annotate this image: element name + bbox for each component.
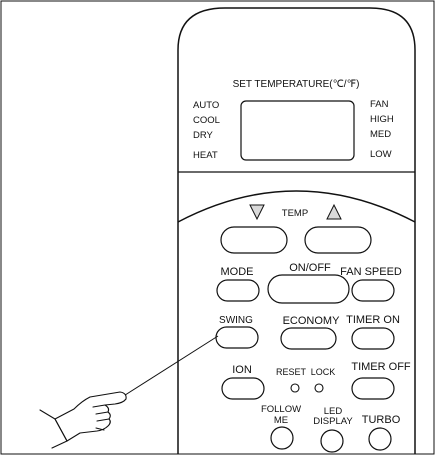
mode-label-heat: HEAT: [193, 150, 218, 161]
timer-on-button[interactable]: [351, 327, 395, 350]
lock-label: LOCK: [311, 367, 336, 377]
remote-body: [177, 7, 416, 454]
led-display-label-line2: DISPLAY: [313, 416, 353, 427]
fan-label-high: HIGH: [370, 114, 394, 125]
swing-button[interactable]: [215, 326, 259, 349]
temp-label: TEMP: [282, 208, 308, 219]
on-off-button[interactable]: [267, 274, 350, 304]
follow-me-label-line1: FOLLOW: [261, 404, 301, 415]
temp-up-button[interactable]: [304, 226, 372, 254]
fan-label-fan: FAN: [370, 99, 389, 110]
reset-button[interactable]: [290, 383, 300, 393]
on-off-label: ON/OFF: [289, 262, 331, 274]
led-display-label-line1: LED: [324, 406, 343, 417]
follow-me-button[interactable]: [270, 426, 294, 450]
follow-me-label-line2: ME: [274, 415, 288, 426]
temp-down-button[interactable]: [220, 226, 288, 254]
timer-off-button[interactable]: [351, 377, 395, 400]
fan-label-low: LOW: [370, 149, 392, 160]
fan-speed-button[interactable]: [351, 279, 395, 302]
led-display-button[interactable]: [320, 429, 344, 453]
timer-off-label: TIMER OFF: [351, 361, 411, 373]
lcd-screen: [240, 100, 355, 161]
button-area-arc: [177, 190, 416, 223]
reset-label: RESET: [276, 367, 307, 377]
set-temperature-label: SET TEMPERATURE(℃/℉): [233, 79, 360, 90]
economy-label: ECONOMY: [283, 315, 341, 327]
turbo-button[interactable]: [368, 427, 392, 451]
mode-label-auto: AUTO: [193, 100, 219, 111]
ion-button[interactable]: [221, 377, 265, 400]
ion-label: ION: [232, 364, 252, 376]
swing-label: SWING: [219, 315, 253, 326]
turbo-label: TURBO: [362, 414, 401, 426]
fan-speed-label: FAN SPEED: [340, 266, 402, 278]
economy-button[interactable]: [280, 327, 337, 350]
pointer-line: [121, 335, 219, 398]
lock-button[interactable]: [314, 383, 324, 393]
timer-on-label: TIMER ON: [346, 314, 400, 326]
mode-label: MODE: [221, 266, 254, 278]
mode-label-dry: DRY: [193, 130, 214, 141]
temp-down-arrow-icon: [249, 204, 265, 221]
pointing-hand-icon: [39, 391, 127, 449]
mode-button[interactable]: [216, 279, 260, 302]
temp-up-arrow-icon: [326, 203, 342, 220]
mode-label-cool: COOL: [193, 115, 220, 126]
fan-label-med: MED: [370, 129, 391, 140]
